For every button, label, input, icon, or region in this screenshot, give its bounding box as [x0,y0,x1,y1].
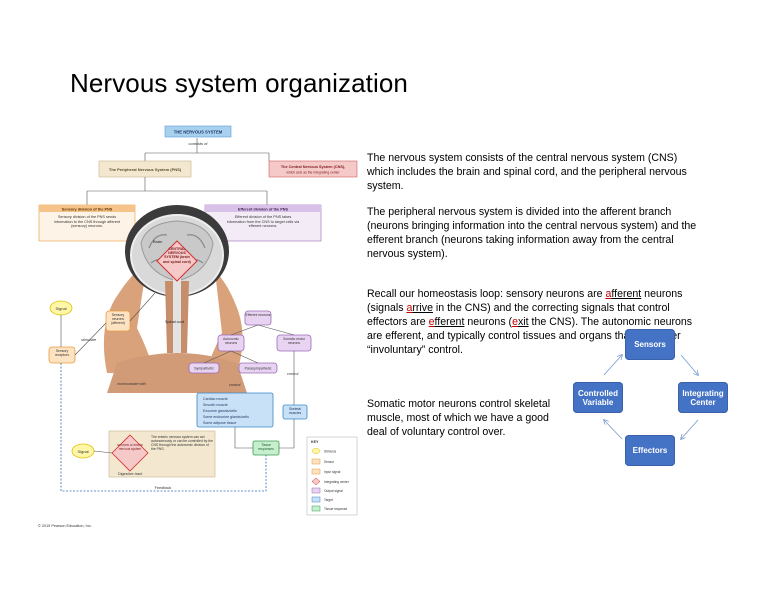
fig-communicate: communicate with [117,382,146,386]
arrow-effectors-controlled [604,420,623,440]
text-run: neurons ( [464,316,513,328]
fig-stimulate-1: stimulate [81,338,96,342]
paragraph-cns-pns: The nervous system consists of the centr… [367,152,687,192]
key-item: Input signal [324,470,341,474]
fig-spinal-cord: Spinal cord [165,320,184,324]
fig-consists-of: consists of [189,141,209,146]
fig-key-title: KEY [311,440,319,444]
nervous-system-figure: THE NERVOUS SYSTEM consists of The Perip… [37,123,358,533]
fig-key: Stimulus Sensor Input signal Integrating… [311,448,350,512]
fig-pns: The Peripheral Nervous System (PNS) [109,167,182,172]
key-item: Stimulus [324,450,337,454]
underlined-text: fferent [611,288,642,300]
key-item: Sensor [324,460,335,464]
fig-parasympathetic: Parasympathetic [245,367,272,371]
highlight-letter: e [428,316,435,328]
underlined-text: fferent [434,316,465,328]
fig-brain: Brain [153,239,162,244]
cycle-node-controlled-variable: Controlled Variable [573,382,623,413]
highlight-letter: a [605,288,612,300]
fig-control-1: control [229,383,241,387]
fig-somatic-motor: Somatic motor neurons [283,337,305,345]
highlight-letter: a [406,302,413,314]
fig-skeletal: Skeletal muscles [288,407,302,415]
fig-autonomic: Autonomic neurons [222,337,240,345]
fig-signal-1: Signal [55,306,66,311]
key-item: Integrating center [324,480,350,484]
highlight-letter: e [512,316,518,328]
fig-cns: The Central Nervous System (CNS), [281,165,345,169]
cycle-arrows [566,325,736,470]
text-run: Recall our homeostasis loop: sensory neu… [367,288,606,300]
arrow-sensors-integrating [680,354,698,375]
text-run: the CNS). The autonomic neurons are effe… [367,316,693,356]
paragraph-homeostasis-top: Recall our homeostasis loop: sensory neu… [367,287,707,357]
fig-cns-diamond: CENTRAL NERVOUS SYSTEM (brain and spinal… [163,247,191,264]
underlined-text: rrive [412,302,433,314]
fig-signal-2: Signal [77,449,88,454]
fig-enteric-diamond: Neurons of enteric nervous system [116,444,144,451]
fig-effector-item: Smooth muscle [203,403,228,407]
fig-top-box: THE NERVOUS SYSTEM [174,130,223,135]
fig-digestive: Digestive tract [118,472,143,476]
paragraph-somatic: Somatic motor neurons control skeletal m… [367,398,551,438]
fig-effectors-list: Cardiac muscle Smooth muscle Exocrine gl… [203,397,249,425]
fig-effector-item: Some endocrine glands/cells [203,415,249,419]
fig-effector-item: Exocrine glands/cells [203,409,237,413]
fig-effector-item: Some adipose tissue [203,421,236,425]
paragraph-afferent-efferent: The peripheral nervous system is divided… [367,206,697,260]
key-item: Tissue response [324,507,347,511]
fig-sensory-neurons: Sensory neurons (afferent) [111,313,125,325]
cycle-node-sensors: Sensors [625,329,675,360]
text-run: in the CNS) and the correcting signals t… [367,302,670,328]
arrow-integrating-effectors [681,419,699,439]
underlined-text: xit [518,316,529,328]
fig-sensory-div: Sensory division of the PNS [62,208,113,212]
slide-title: Nervous system organization [70,68,408,98]
fig-enteric-desc: The enteric nervous system can act auton… [151,435,213,452]
cycle-node-integrating-center: Integrating Center [678,382,728,413]
key-item: Output signal [324,489,343,493]
key-item: Target [324,498,333,502]
cycle-node-effectors: Effectors [625,435,675,466]
fig-efferent-neurons: Efferent neurons [245,313,271,317]
fig-sensory-div-desc: Sensory division of the PNS sends inform… [53,215,121,229]
fig-feedback: Feedback [155,486,172,490]
fig-tissue-responses: Tissue responses [258,443,274,451]
fig-efferent-div-desc: Efferent division of the PNS takes infor… [226,215,300,229]
text-run: neurons (signals [367,288,683,314]
fig-sensory-receptors: Sensory receptors [54,349,70,357]
fig-efferent-div: Efferent division of the PNS [238,208,288,212]
arrow-controlled-sensors [603,355,622,376]
fig-copyright: © 2019 Pearson Education, Inc. [38,524,92,528]
homeostasis-cycle: Sensors Integrating Center Effectors Con… [566,325,736,470]
fig-control-2: control [287,372,299,376]
fig-sympathetic: Sympathetic [194,367,214,371]
fig-cns-sub: which acts as the integrating center [286,171,340,175]
fig-effector-item: Cardiac muscle [203,397,228,401]
